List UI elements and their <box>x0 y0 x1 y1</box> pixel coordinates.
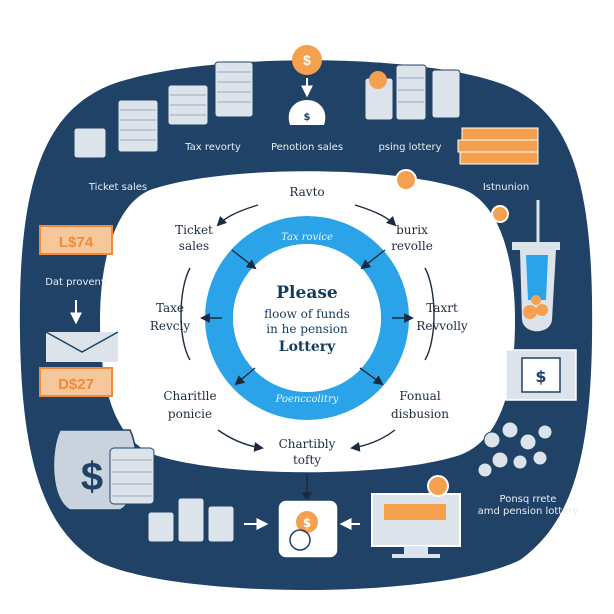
label-charitlle: Charitlle <box>163 389 216 403</box>
label-pension-sales: Penotion sales <box>271 142 343 153</box>
center-line-2: in he pension <box>266 322 348 336</box>
label-ravto: Ravto <box>289 185 324 199</box>
svg-text:$: $ <box>304 112 311 123</box>
amount-first: L$74 <box>59 234 94 251</box>
label-revolle: revolle <box>391 239 433 253</box>
label-sales: sales <box>179 239 209 253</box>
amount-second: D$27 <box>58 376 94 393</box>
label-pension-note-1: Ponsq rrete <box>500 494 557 505</box>
label-fonual: Fonual <box>399 389 441 403</box>
paper-stack-icon <box>457 127 539 165</box>
coin-icon-upper-right <box>395 169 417 191</box>
label-istnunion: Istnunion <box>483 182 529 193</box>
center-title: Please <box>276 283 338 303</box>
lottery-machine-icon: $ <box>505 200 577 401</box>
envelope-icon <box>45 331 119 362</box>
amount-card-1: L$74 <box>39 225 113 255</box>
label-taxrt: Taxrt <box>426 301 458 315</box>
center-line-1: floow of funds <box>264 307 350 321</box>
label-revcly: Revcly <box>150 319 190 333</box>
label-ticket: Ticket <box>175 223 213 237</box>
inner-arrows <box>180 204 435 502</box>
ring-bottom-label: Poenccolitry <box>275 394 339 405</box>
label-burix: burix <box>396 223 428 237</box>
label-taxe: Taxe <box>156 301 184 315</box>
svg-text:$: $ <box>535 367 546 386</box>
scattered-coins <box>477 421 553 478</box>
computer-icon <box>371 475 461 558</box>
svg-text:$: $ <box>303 52 311 68</box>
money-bag-icon: $ $ <box>288 45 326 125</box>
label-paying-lottery: psing lottery <box>378 142 441 153</box>
label-ponicie: ponicie <box>168 407 212 421</box>
label-dat-proveny: Dat proveny <box>45 277 107 288</box>
label-revvolly: Revvolly <box>416 319 468 333</box>
svg-text:$: $ <box>303 516 311 530</box>
coin-stacks-bottom <box>147 497 235 543</box>
label-disbusion: disbusion <box>391 407 449 421</box>
label-ticket-sales: Ticket sales <box>88 182 147 193</box>
coin-stack-left <box>109 447 155 505</box>
label-tax-revorty: Tax revorty <box>184 142 241 153</box>
center-line-3: Lottery <box>279 339 336 355</box>
coin-icon-right <box>491 205 509 223</box>
donation-box-icon: $ <box>277 499 339 559</box>
coin-icon-top-right <box>369 71 387 89</box>
svg-text:$: $ <box>81 455 103 499</box>
ring-top-label: Tax rovice <box>281 232 333 243</box>
amount-card-2: D$27 <box>39 367 113 397</box>
label-tofty: tofty <box>293 453 321 467</box>
label-chartibly: Chartibly <box>279 437 336 451</box>
label-pension-note-2: amd pension lottery <box>478 506 579 517</box>
